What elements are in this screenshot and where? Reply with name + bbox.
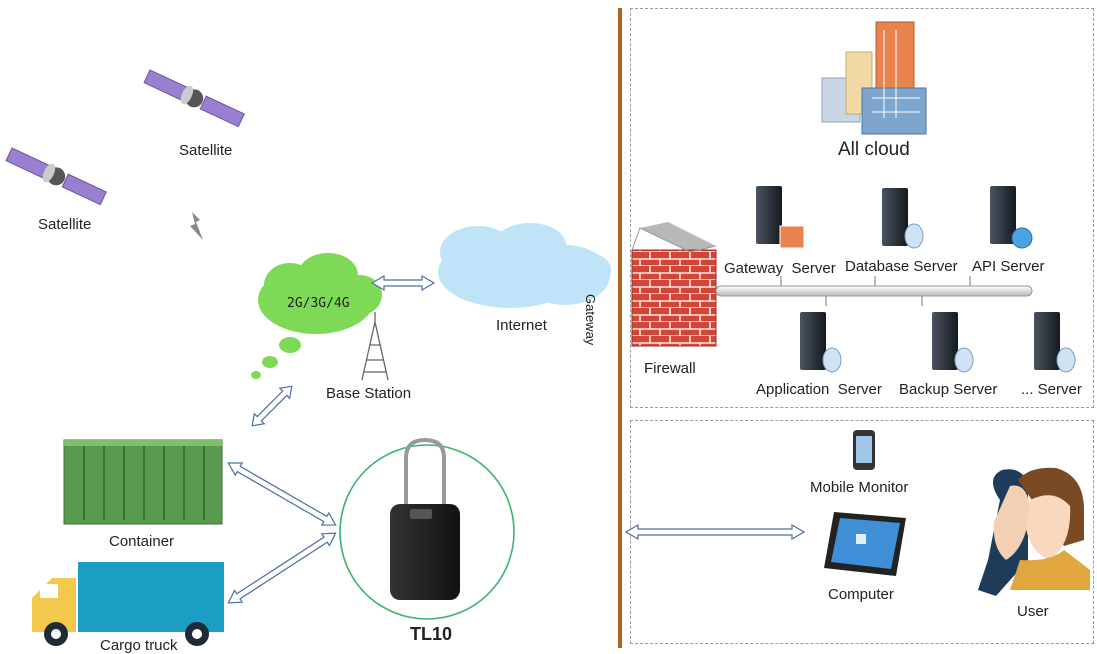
base-station-tower-icon: [361, 312, 389, 381]
satellite-icon: [5, 147, 107, 206]
cloud-buildings-icon: [821, 21, 927, 135]
backup-server-label: Backup Server: [899, 381, 998, 398]
cargo-truck-icon: [32, 562, 224, 646]
api-server-label: API Server: [972, 258, 1045, 275]
users-icon: [978, 467, 1090, 596]
satellite-label: Satellite: [179, 142, 233, 159]
application-server-icon: [800, 312, 842, 373]
backup-server-icon: [932, 312, 974, 373]
firewall-icon: [631, 222, 717, 347]
gateway-divider-line: [618, 8, 622, 648]
device-label: TL10: [410, 624, 453, 644]
container-label: Container: [109, 533, 175, 550]
double-arrow-icon: [251, 385, 293, 427]
container-icon: [63, 439, 223, 525]
base-station-label: Base Station: [326, 385, 412, 402]
gateway-server-icon: [756, 186, 805, 249]
user-label: User: [1017, 603, 1049, 620]
double-arrow-icon: [227, 532, 337, 604]
network-type-label: 2G/3G/4G: [287, 296, 350, 311]
database-server-icon: [882, 188, 924, 249]
firewall-label: Firewall: [644, 360, 696, 377]
gateway-server-label: Gateway Server: [724, 260, 836, 277]
internet-cloud-icon: [438, 223, 611, 308]
mobile-phone-icon: [853, 430, 875, 470]
satellite-label: Satellite: [38, 216, 92, 233]
gateway-label: Gateway: [583, 294, 598, 346]
signal-icon: [190, 212, 203, 240]
other-server-label: ... Server: [1021, 381, 1082, 398]
computer-tablet-icon: [824, 512, 906, 576]
tl10-lock-icon: [390, 437, 460, 600]
computer-label: Computer: [828, 586, 894, 603]
double-arrow-icon: [370, 274, 436, 292]
internet-label: Internet: [496, 317, 547, 334]
mobile-monitor-label: Mobile Monitor: [810, 479, 909, 496]
api-server-icon: [990, 186, 1033, 249]
network-cloud-icon: [251, 253, 382, 379]
double-arrow-icon: [624, 523, 806, 541]
other-server-icon: [1034, 312, 1076, 373]
network-bus: [715, 285, 1033, 297]
application-server-label: Application Server: [756, 381, 882, 398]
database-server-label: Database Server: [845, 258, 958, 275]
cargo-truck-label: Cargo truck: [100, 637, 178, 654]
double-arrow-icon: [227, 462, 337, 526]
cloud-title: All cloud: [838, 139, 910, 160]
cloud-region-frame: [630, 8, 1094, 408]
satellite-icon: [143, 69, 245, 128]
